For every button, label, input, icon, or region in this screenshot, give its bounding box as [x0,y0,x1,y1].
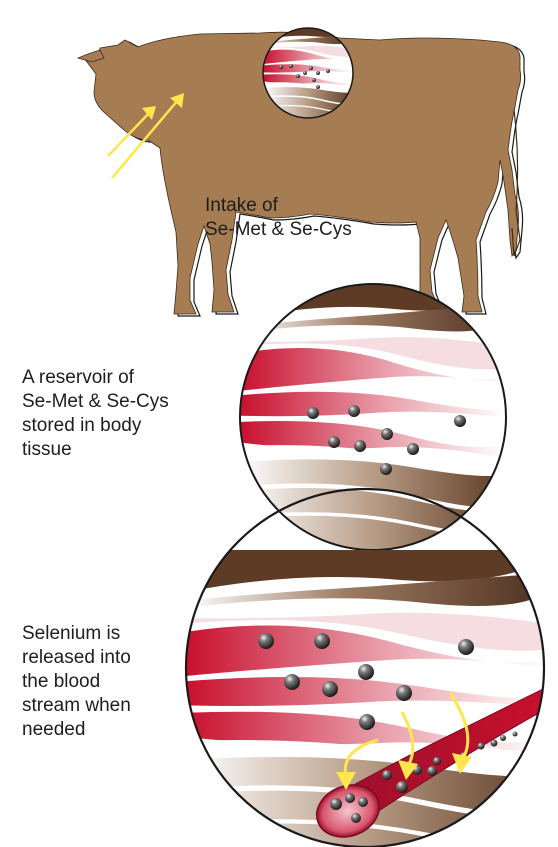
intake-label-line-1: Intake of [205,194,352,218]
particle [359,714,375,730]
particle [454,415,466,427]
release-label-line-4: stream when [22,694,131,718]
particle [314,633,330,649]
particle [258,633,274,649]
particle [407,443,419,455]
release-label: Selenium is released into the blood stre… [22,622,131,742]
particle [381,428,393,440]
release-label-line-5: needed [22,718,131,742]
reservoir-label-line-4: tissue [22,438,169,462]
release-label-line-1: Selenium is [22,622,131,646]
release-label-line-2: released into [22,646,131,670]
particle [328,436,340,448]
intake-label-line-2: Se-Met & Se-Cys [205,218,352,242]
particle [284,674,300,690]
particle [307,407,319,419]
particle [380,463,392,475]
reservoir-label: A reservoir of Se-Met & Se-Cys stored in… [22,366,169,462]
particle [354,440,366,452]
intake-label: Intake of Se-Met & Se-Cys [205,194,352,242]
release-label-line-3: the blood [22,670,131,694]
muscle-magnifier-small [263,28,353,118]
reservoir-label-line-1: A reservoir of [22,366,169,390]
particle [458,639,474,655]
particle [348,405,360,417]
reservoir-label-line-2: Se-Met & Se-Cys [22,390,169,414]
reservoir-label-line-3: stored in body [22,414,169,438]
particle [358,664,374,680]
particle [322,681,338,697]
particle [396,685,412,701]
